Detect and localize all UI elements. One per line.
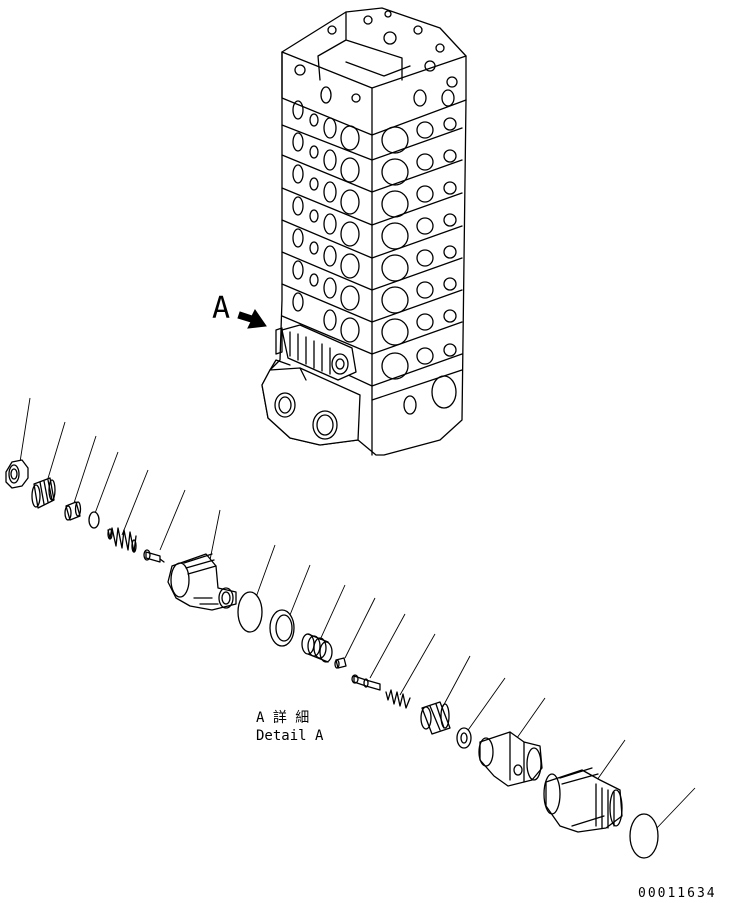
part-plug-body	[167, 553, 237, 611]
part-o-ring-large	[237, 591, 263, 633]
valve-left-ports	[292, 100, 360, 343]
leader-lines	[19, 397, 696, 831]
part-backup-ring	[269, 609, 295, 647]
part-spring-2	[301, 633, 333, 663]
callout-label: A	[212, 291, 230, 326]
part-valve-seat	[543, 767, 623, 833]
part-spring-1	[107, 527, 137, 553]
valve-right-ports	[381, 117, 457, 415]
detail-label-jp: A 詳 細	[256, 710, 309, 726]
relief-valve-in-block	[275, 324, 357, 381]
part-adjust-screw	[31, 477, 56, 509]
part-pin	[143, 549, 165, 563]
callout-arrow-icon	[237, 309, 267, 329]
control-valve-assembly	[261, 7, 467, 456]
valve-inlet-bracket	[261, 359, 361, 446]
drawing-number: 00011634	[638, 886, 717, 901]
part-washer	[456, 727, 472, 749]
part-main-piston	[478, 731, 543, 787]
detail-label-en: Detail A	[256, 728, 324, 744]
part-spring-3	[385, 689, 411, 709]
detail-label: A 詳 細 Detail A	[256, 710, 324, 744]
part-poppet-sleeve	[420, 701, 451, 735]
part-nut	[5, 459, 29, 489]
part-stopper	[334, 657, 347, 669]
exploded-parts	[5, 397, 696, 859]
callout-a: A	[212, 291, 267, 329]
part-o-ring-end	[629, 813, 659, 859]
part-piston-rod	[351, 674, 381, 691]
part-o-ring-small	[88, 511, 100, 529]
part-poppet-cap	[64, 501, 82, 521]
